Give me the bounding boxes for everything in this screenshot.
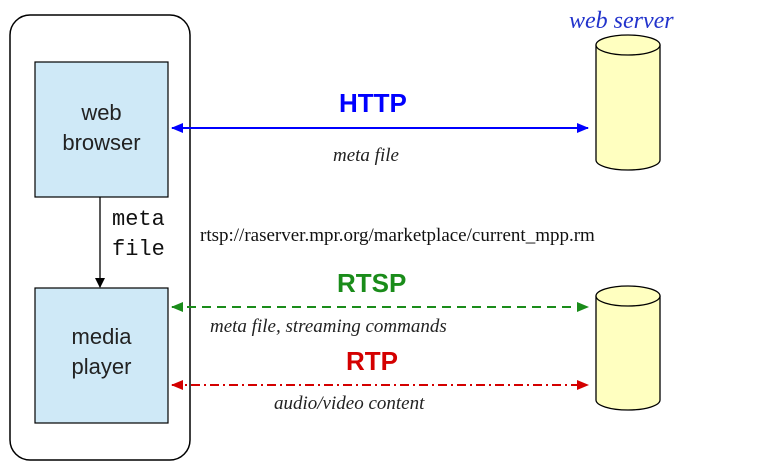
meta-file-label-line2: file <box>112 237 165 262</box>
media-player-label-line1: media <box>71 324 132 349</box>
meta-file-label-line1: meta <box>112 207 165 232</box>
web-server-cylinder <box>595 34 661 171</box>
web-server-title: web server <box>569 8 674 34</box>
rtsp-url: rtsp://raserver.mpr.org/marketplace/curr… <box>200 225 595 246</box>
web-browser-label: web browser <box>35 98 168 158</box>
http-label: HTTP <box>339 88 407 118</box>
web-browser-box <box>34 61 169 198</box>
http-caption: meta file <box>333 145 399 166</box>
rtsp-label: RTSP <box>337 268 407 298</box>
media-player-box <box>34 287 169 424</box>
rtp-caption: audio/video content <box>274 393 425 414</box>
rtsp-caption: meta file, streaming commands <box>210 316 447 337</box>
meta-file-label: meta file <box>112 205 165 265</box>
web-browser-label-line1: web <box>81 100 122 125</box>
media-server-cylinder <box>595 285 661 411</box>
media-player-label: media player <box>35 322 168 382</box>
rtp-label: RTP <box>346 346 398 376</box>
web-browser-label-line2: browser <box>62 130 141 155</box>
media-player-label-line2: player <box>71 354 132 379</box>
